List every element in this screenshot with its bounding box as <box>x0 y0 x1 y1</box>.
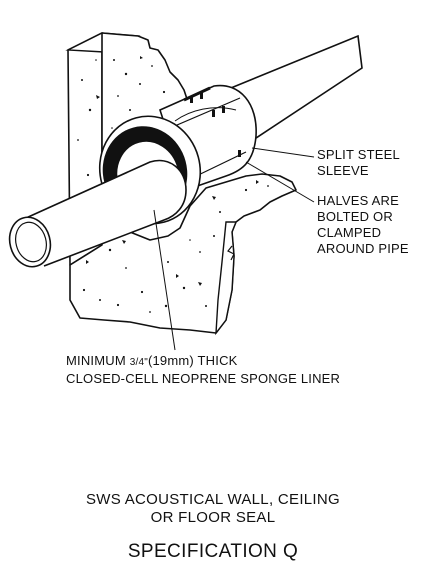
caption-line-1: SWS ACOUSTICAL WALL, CEILING <box>85 491 340 508</box>
callout-line: MINIMUM 3/4"(19mm) THICK <box>66 353 340 371</box>
callout-halves-bolted: HALVES ARE BOLTED OR CLAMPED AROUND PIPE <box>317 193 409 257</box>
sleeve-bolts <box>190 92 241 157</box>
pipe-far-section <box>225 34 363 143</box>
leader-sleeve <box>251 147 315 158</box>
callout-line: AROUND PIPE <box>317 241 409 256</box>
leader-halves <box>245 161 315 203</box>
callout-line: HALVES ARE <box>317 193 399 208</box>
liner-suffix: (19mm) THICK <box>147 353 238 368</box>
sleeve-seam <box>169 97 241 129</box>
sleeve-split-line <box>183 86 211 102</box>
callout-line: CLAMPED <box>317 225 382 240</box>
pipe-end-inner <box>15 221 47 263</box>
pipe-near-section <box>25 159 187 267</box>
liner-prefix: MINIMUM <box>66 353 130 368</box>
concrete-speckles <box>77 56 269 313</box>
callout-line: BOLTED OR <box>317 209 393 224</box>
callout-neoprene-liner: MINIMUM 3/4"(19mm) THICK CLOSED-CELL NEO… <box>66 353 340 387</box>
caption-line-2: OR FLOOR SEAL <box>150 509 276 526</box>
specification-title: SPECIFICATION Q <box>127 541 299 562</box>
callout-line: CLOSED-CELL NEOPRENE SPONGE LINER <box>66 371 341 386</box>
liner-fraction: 3/4" <box>129 357 148 368</box>
callout-split-steel-sleeve: SPLIT STEEL SLEEVE <box>317 147 400 179</box>
wall-front-face <box>69 32 297 334</box>
wall-right-face <box>215 221 238 336</box>
callout-line: SLEEVE <box>317 163 369 178</box>
wall-seal-drawing <box>8 32 363 351</box>
leader-liner <box>153 209 176 351</box>
wall-break-mark <box>227 245 235 261</box>
callout-line: SPLIT STEEL <box>317 147 400 162</box>
